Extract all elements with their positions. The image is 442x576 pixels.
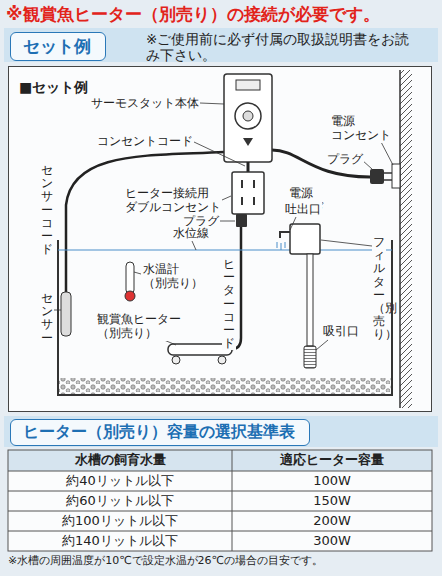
table-cell: 200W	[232, 511, 432, 531]
part-label: ヒーター接続用 ダブルコンセント	[124, 186, 222, 215]
node-text: ■セット例	[19, 79, 88, 97]
section-banner: ヒーター（別売り）容量の選択基準表	[10, 419, 310, 446]
part-label: フィルター（別売り）	[372, 236, 386, 342]
part-label: 吐出口	[284, 202, 322, 216]
part-label: ヒーターコード	[222, 258, 236, 350]
table-cell: 約60リットル以下	[8, 491, 232, 511]
table-cell: 約140リットル以下	[8, 531, 232, 551]
usage-note: ※ご使用前に必ず付属の取扱説明書をお読み下さい。	[146, 31, 414, 63]
part-label: 観賞魚ヒーター （別売り）	[96, 312, 182, 341]
footnote: ※水槽の周囲温度が10℃で設定水温が26℃の場合の目安です。	[8, 554, 438, 567]
part-label: プラグ	[326, 152, 364, 166]
part-label: センサーコード	[40, 164, 54, 256]
part-label: 水位線	[172, 226, 210, 240]
table-cell: 約100リットル以下	[8, 511, 232, 531]
table-header: 水槽の飼育水量	[8, 450, 232, 470]
part-label: サーモスタット本体	[90, 96, 200, 110]
table-cell: 約40リットル以下	[8, 471, 232, 491]
table-cell: 300W	[232, 531, 432, 551]
part-label: 吸引口	[322, 324, 360, 338]
table-cell: 100W	[232, 471, 432, 491]
part-label: 電源 コンセント	[330, 114, 392, 143]
node-text: ヒーター（別売り）容量の選択基準表	[23, 422, 297, 443]
table-header: 適応ヒーター容量	[232, 450, 432, 470]
section-banner: セット例	[10, 32, 106, 61]
part-label: コンセントコード	[96, 134, 194, 148]
table-cell: 150W	[232, 491, 432, 511]
part-label: センサー	[40, 292, 54, 345]
notice-heading: ※観賞魚ヒーター（別売り）の接続が必要です。	[6, 3, 380, 25]
node-text: セット例	[23, 35, 93, 58]
part-label: 水温計 （別売り）	[142, 262, 204, 291]
